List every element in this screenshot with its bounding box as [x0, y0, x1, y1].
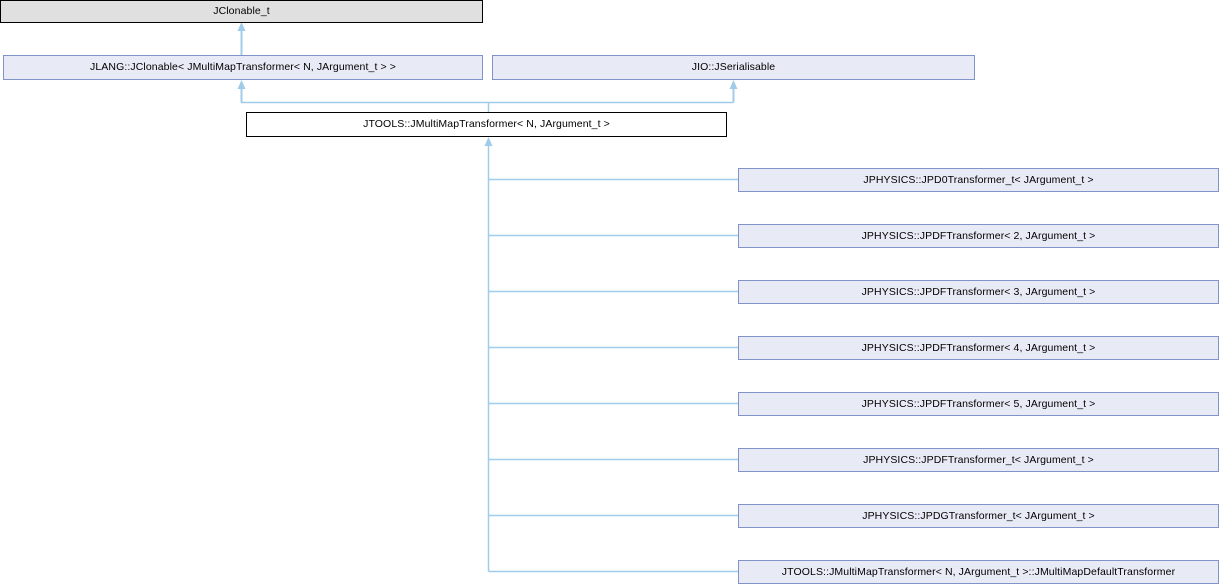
node-jclonable-t[interactable]: JClonable_t — [0, 0, 483, 23]
node-derived-jpdftransformer-2[interactable]: JPHYSICS::JPDFTransformer< 2, JArgument_… — [738, 224, 1219, 248]
node-label: JPHYSICS::JPDFTransformer< 3, JArgument_… — [861, 285, 1096, 298]
node-derived-jpdftransformer-t[interactable]: JPHYSICS::JPDFTransformer_t< JArgument_t… — [738, 448, 1219, 472]
node-derived-jpdftransformer-5[interactable]: JPHYSICS::JPDFTransformer< 5, JArgument_… — [738, 392, 1219, 416]
node-label: JClonable_t — [213, 5, 270, 18]
node-label: JPHYSICS::JPDFTransformer< 4, JArgument_… — [861, 341, 1096, 354]
node-derived-jmultimapdefaulttransformer[interactable]: JTOOLS::JMultiMapTransformer< N, JArgume… — [738, 560, 1219, 584]
node-derived-jpdftransformer-3[interactable]: JPHYSICS::JPDFTransformer< 3, JArgument_… — [738, 280, 1219, 304]
node-label: JPHYSICS::JPDFTransformer_t< JArgument_t… — [863, 453, 1094, 466]
node-jlang-jclonable[interactable]: JLANG::JClonable< JMultiMapTransformer< … — [3, 55, 483, 80]
node-label: JTOOLS::JMultiMapTransformer< N, JArgume… — [363, 118, 610, 131]
node-derived-jpdftransformer-4[interactable]: JPHYSICS::JPDFTransformer< 4, JArgument_… — [738, 336, 1219, 360]
node-label: JTOOLS::JMultiMapTransformer< N, JArgume… — [781, 565, 1176, 578]
node-derived-jpd0transformer-t[interactable]: JPHYSICS::JPD0Transformer_t< JArgument_t… — [738, 168, 1219, 192]
node-label: JPHYSICS::JPDFTransformer< 5, JArgument_… — [861, 397, 1096, 410]
node-label: JLANG::JClonable< JMultiMapTransformer< … — [90, 61, 396, 74]
node-label: JPHYSICS::JPDGTransformer_t< JArgument_t… — [862, 509, 1095, 522]
node-jtools-jmultimaptransformer[interactable]: JTOOLS::JMultiMapTransformer< N, JArgume… — [246, 112, 727, 137]
node-label: JPHYSICS::JPD0Transformer_t< JArgument_t… — [863, 173, 1094, 186]
node-jio-jserialisable[interactable]: JIO::JSerialisable — [492, 55, 975, 80]
node-label: JIO::JSerialisable — [691, 61, 776, 74]
node-label: JPHYSICS::JPDFTransformer< 2, JArgument_… — [861, 229, 1096, 242]
node-derived-jpdgtransformer-t[interactable]: JPHYSICS::JPDGTransformer_t< JArgument_t… — [738, 504, 1219, 528]
